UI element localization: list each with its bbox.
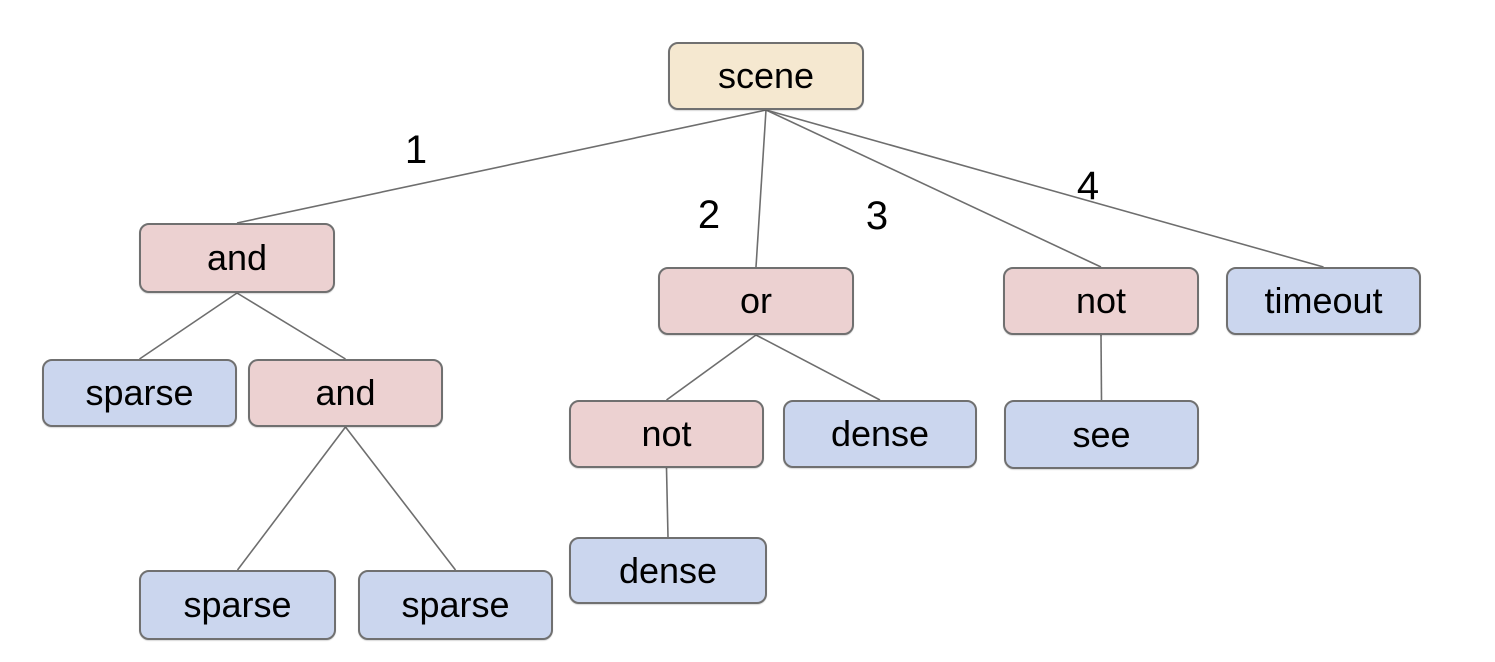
edge-label-2: 2 (697, 193, 721, 237)
tree-node-or1: or (658, 267, 854, 335)
tree-node-not2: not (569, 400, 764, 468)
edge-label-3: 3 (865, 194, 889, 238)
tree-node-scene: scene (668, 42, 864, 110)
tree-node-see1: see (1004, 400, 1199, 469)
edge-label-4: 4 (1076, 164, 1100, 208)
tree-edge-scene-and1 (236, 109, 767, 224)
tree-edge-or1-not2 (666, 334, 757, 401)
tree-node-sparse3: sparse (358, 570, 553, 640)
tree-edge-scene-timeout1 (765, 109, 1324, 268)
tree-node-and1: and (139, 223, 335, 293)
tree-edge-not1-see1 (1100, 334, 1103, 401)
tree-edge-and1-sparse1 (139, 292, 238, 360)
tree-node-dense1: dense (783, 400, 977, 468)
tree-node-timeout1: timeout (1226, 267, 1421, 335)
tree-edge-scene-or1 (755, 109, 767, 268)
tree-node-dense2: dense (569, 537, 767, 604)
tree-edge-scene-not1 (765, 109, 1102, 268)
tree-edge-and1-and2 (236, 292, 346, 360)
tree-edge-and2-sparse3 (344, 426, 457, 571)
tree-node-not1: not (1003, 267, 1199, 335)
tree-node-sparse2: sparse (139, 570, 336, 640)
tree-edge-and2-sparse2 (236, 426, 347, 571)
edge-label-1: 1 (404, 128, 428, 172)
tree-node-sparse1: sparse (42, 359, 237, 427)
tree-edge-or1-dense1 (755, 334, 881, 401)
tree-edge-not2-dense2 (665, 467, 669, 538)
tree-node-and2: and (248, 359, 443, 427)
